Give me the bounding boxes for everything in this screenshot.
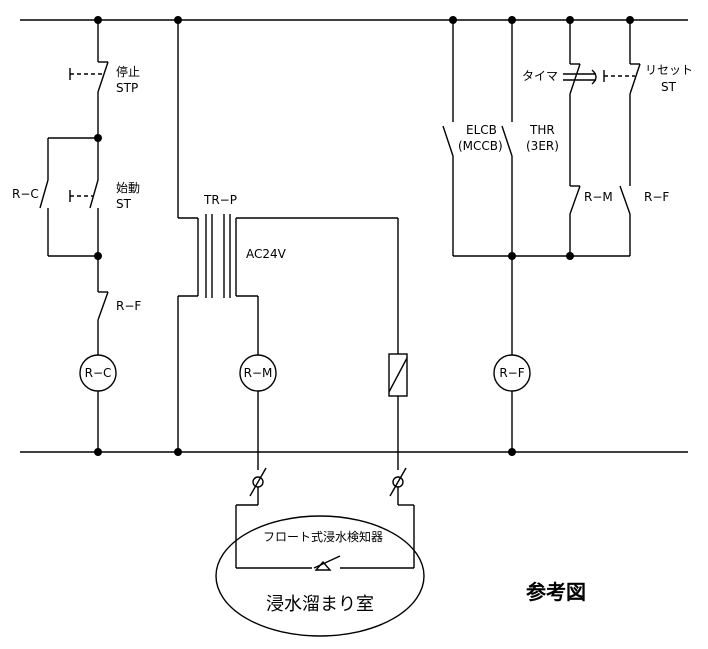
start-label: 始動	[116, 181, 140, 195]
room-ellipse	[215, 515, 425, 637]
rm-coil-label: R−M	[244, 366, 273, 380]
right-branches	[442, 20, 641, 452]
reset-code-label: ST	[661, 80, 677, 94]
thr-label: THR	[529, 123, 555, 137]
rf-coil-label: R−F	[499, 366, 524, 380]
timer-label: タイマ	[522, 69, 558, 83]
transformer-label: TR−P	[203, 193, 237, 207]
rc-coil-label: R−C	[85, 366, 112, 380]
float-detector-label: フロート式浸水検知器	[263, 530, 383, 544]
stop-label: 停止	[116, 64, 140, 79]
left-branch	[39, 20, 117, 452]
rm-contact-label: R−M	[584, 190, 613, 204]
transformer-branch	[177, 20, 425, 637]
start-code-label: ST	[116, 197, 132, 211]
reset-label: リセット	[645, 63, 693, 77]
room-label: 浸水溜まり室	[266, 594, 374, 615]
junction-dots	[94, 16, 634, 456]
thr-code-label: (3ER)	[526, 139, 559, 153]
elcb-label: ELCB	[466, 123, 497, 137]
rf-contact-right-label: R−F	[644, 190, 669, 204]
voltage-label: AC24V	[246, 247, 287, 261]
rc-contact-label: R−C	[12, 187, 39, 201]
rf-contact-left-label: R−F	[116, 299, 141, 313]
mccb-label: (MCCB)	[458, 139, 503, 153]
stop-code-label: STP	[116, 81, 138, 95]
reference-label: 参考図	[526, 580, 586, 604]
